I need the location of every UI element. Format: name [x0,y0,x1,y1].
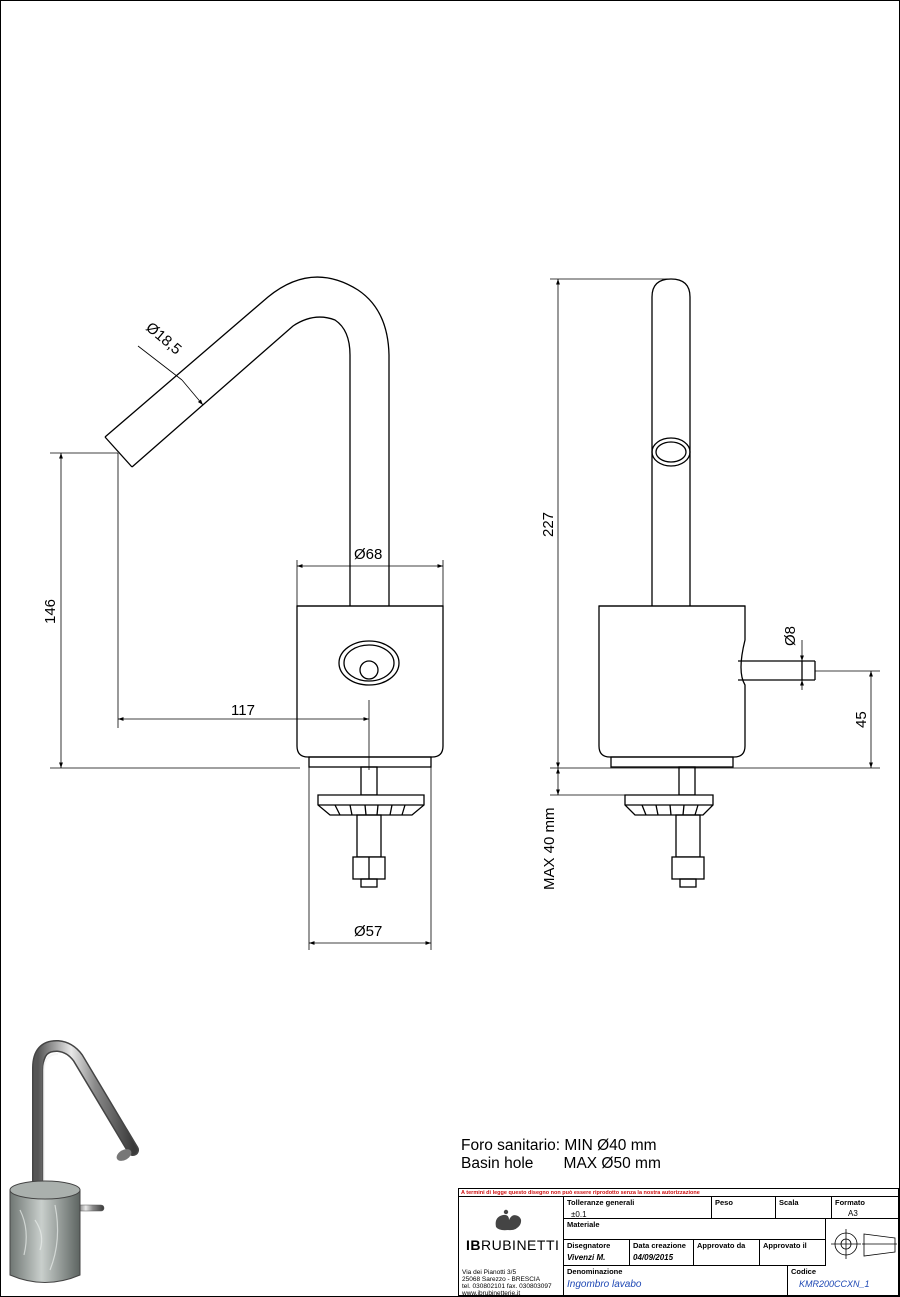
formato-label: Formato [835,1198,865,1207]
approvato-il-label: Approvato il [763,1241,807,1250]
scala-label: Scala [779,1198,799,1207]
projection-symbol [831,1229,897,1259]
peso-label: Peso [715,1198,733,1207]
title-block: A termini di legge questo disegno non pu… [458,1188,899,1297]
side-view [598,278,816,888]
logo-icon [495,1209,522,1231]
denominazione-label: Denominazione [567,1267,623,1276]
data-creazione-value: 04/09/2015 [633,1253,674,1262]
company-cell: IBRUBINETTI Via dei Pianotti 3/5 25068 S… [458,1197,564,1297]
dim-lever-height: 45 [853,711,870,728]
dim-max-thickness: MAX 40 mm [541,807,558,890]
materiale-label: Materiale [567,1220,600,1229]
dim-total-height: 227 [540,512,557,537]
codice-value: KMR200CCXN_1 [799,1279,870,1289]
tolleranze-value: ±0.1 [571,1210,587,1219]
company-address: Via dei Pianotti 3/5 25068 Sarezzo - BRE… [462,1269,552,1297]
dim-body-diameter: Ø68 [354,546,382,563]
basin-hole-note-line1: Foro sanitario: MIN Ø40 mm [461,1137,657,1154]
dim-lever-diameter: Ø8 [782,626,799,646]
front-view [104,276,444,888]
dim-base-diameter: Ø57 [354,923,382,940]
data-creazione-label: Data creazione [633,1241,686,1250]
dim-spout-diameter: Ø18,5 [142,319,184,358]
tolleranze-label: Tolleranze generali [567,1198,635,1207]
disegnatore-label: Disegnatore [567,1241,611,1250]
front-dimensions [50,345,444,950]
dim-reach: 117 [231,702,255,719]
codice-label: Codice [791,1267,817,1276]
dim-height-to-outlet: 146 [42,599,59,624]
denominazione-value: Ingombro lavabo [567,1279,642,1290]
formato-value: A3 [848,1209,858,1218]
copyright-warning: A termini di legge questo disegno non pu… [459,1189,898,1197]
logo-wordmark: IBRUBINETTI [466,1237,560,1253]
side-dimensions [550,278,880,796]
approvato-da-label: Approvato da [697,1241,746,1250]
disegnatore-value: Vivenzi M. [567,1253,606,1262]
faucet-render [9,1040,139,1283]
basin-hole-note-line2: Basin hole MAX Ø50 mm [461,1155,661,1172]
